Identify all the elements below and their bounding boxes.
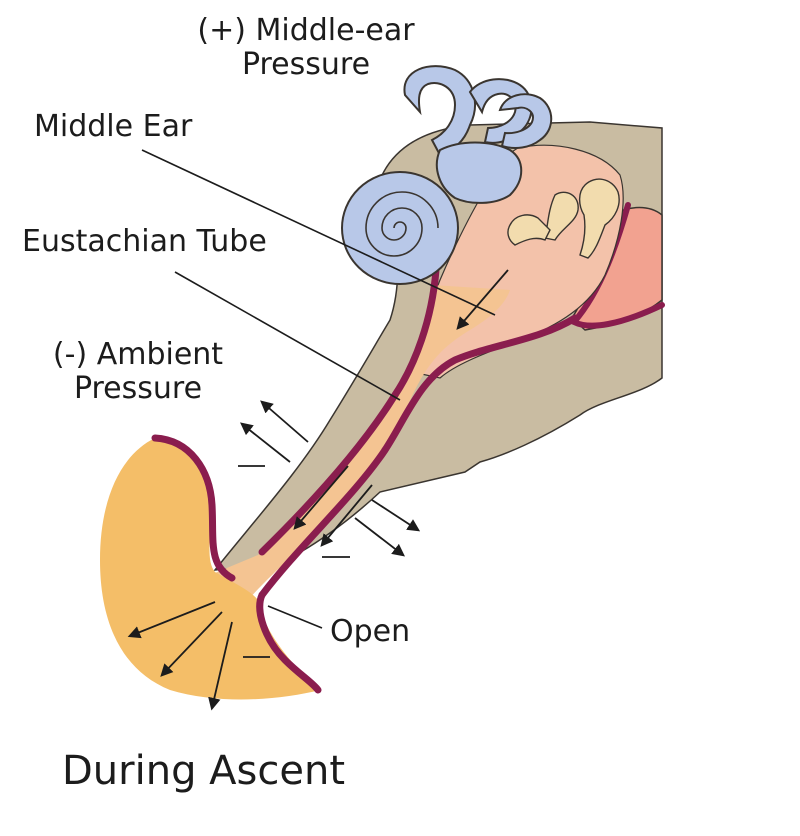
middle-ear-label: Middle Ear xyxy=(34,109,193,144)
throat-wall-left xyxy=(151,434,236,582)
arrow-icon xyxy=(208,621,233,711)
arrow-icon xyxy=(127,601,216,639)
cochlea xyxy=(341,171,459,285)
leader-line-open xyxy=(267,605,323,629)
arrow-icon xyxy=(260,400,309,443)
semicircular-canals xyxy=(403,65,553,157)
vestibule xyxy=(435,141,523,204)
tube-wall-lower xyxy=(258,314,579,599)
middle-ear-pressure-label: (+) Middle-ear Pressure xyxy=(186,14,426,82)
open-label: Open xyxy=(330,614,411,649)
arrow-icon xyxy=(320,484,373,547)
ambient-pressure-line2: Pressure xyxy=(73,371,203,406)
leader-line-eustachian-tube xyxy=(174,271,401,401)
ambient-pressure-line1: (-) Ambient xyxy=(52,337,224,372)
diagram-caption: During Ascent xyxy=(62,748,346,794)
eustachian-tube-lumen xyxy=(210,285,510,600)
middle-ear-pressure-line1: (+) Middle-ear xyxy=(197,13,415,48)
arrow-icon xyxy=(160,611,223,677)
arrow-icon xyxy=(354,517,405,557)
middle-ear-pressure-line2: Pressure xyxy=(241,47,371,82)
leader-line-middle-ear xyxy=(141,149,496,316)
arrow-icon xyxy=(456,269,509,330)
arrow-icon xyxy=(371,499,421,532)
arrow-icon xyxy=(240,422,291,463)
ossicles xyxy=(507,178,620,259)
eustachian-tube-label: Eustachian Tube xyxy=(22,224,267,259)
arrow-icon xyxy=(293,465,349,530)
tube-wall-upper xyxy=(258,266,440,556)
ambient-pressure-label: (-) Ambient Pressure xyxy=(28,338,248,406)
throat-wall-right xyxy=(256,591,322,694)
